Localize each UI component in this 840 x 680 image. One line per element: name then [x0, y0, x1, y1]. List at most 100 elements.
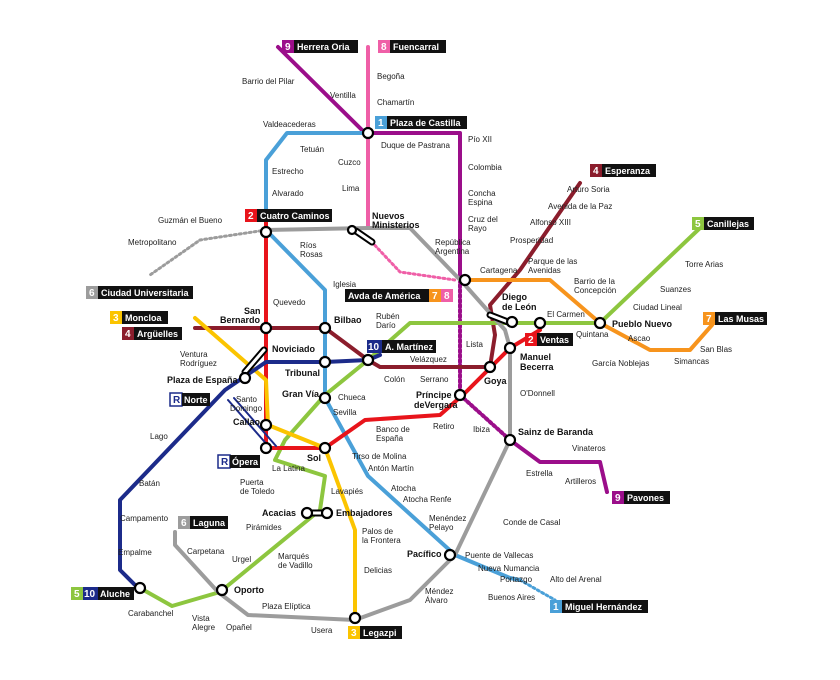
terminal-norte[interactable]: R Norte [169, 392, 210, 407]
station-diego-leon[interactable] [505, 315, 519, 329]
terminal-number-2: 10 [84, 589, 96, 600]
terminal-las-musas[interactable]: 7 Las Musas [703, 312, 767, 325]
terminal-name: A. Martínez [385, 342, 434, 352]
station-ventas[interactable] [533, 316, 547, 330]
terminal-number: 3 [351, 628, 357, 639]
terminal-arguelles[interactable]: 4 Argüelles [122, 327, 182, 340]
label-tribunal: Tribunal [285, 368, 320, 378]
terminal-ventas[interactable]: 2 Ventas [525, 333, 573, 346]
label-granvia: Gran Vía [282, 389, 320, 399]
terminal-cuatro-caminos[interactable]: 2 Cuatro Caminos [245, 209, 332, 222]
station-acacias[interactable] [300, 506, 314, 520]
label-odonnell: O'Donnell [520, 389, 555, 398]
line-7 [463, 278, 714, 352]
terminal-fuencarral[interactable]: 8 Fuencarral [378, 40, 446, 53]
terminal-pavones[interactable]: 9 Pavones [612, 491, 670, 504]
terminal-name: Ópera [232, 456, 259, 467]
terminal-miguel-hernandez[interactable]: 1 Miguel Hernández [550, 600, 648, 613]
label-principe: Príncipe [416, 390, 452, 400]
station-callao[interactable] [259, 418, 273, 432]
station-sainz-baranda[interactable] [503, 433, 517, 447]
label-alegre: Alegre [192, 623, 216, 632]
station-oporto[interactable] [215, 583, 229, 597]
terminal-number: R [173, 395, 181, 406]
label-opanel: Opañel [226, 623, 252, 632]
terminal-number: 7 [706, 314, 712, 325]
station-goya[interactable] [483, 360, 497, 374]
label-latina: La Latina [272, 464, 305, 473]
station-plaza-espana[interactable] [238, 371, 252, 385]
label-republica: República [435, 238, 471, 247]
label-atocharenfe: Atocha Renfe [403, 495, 452, 504]
label-bernardo: Bernardo [220, 315, 261, 325]
station-embajadores[interactable] [320, 506, 334, 520]
terminal-canillejas[interactable]: 5 Canillejas [692, 217, 754, 230]
label-ruben: Rubén [376, 312, 400, 321]
label-sevilla: Sevilla [333, 408, 357, 417]
label-becerra: Becerra [520, 362, 555, 372]
label-artilleros: Artilleros [565, 477, 596, 486]
label-ibiza: Ibiza [473, 425, 490, 434]
station-principe-vergara[interactable] [453, 388, 467, 402]
label-devergara: deVergara [414, 400, 459, 410]
label-callao: Callao [233, 417, 261, 427]
label-pio: Pío XII [468, 135, 492, 144]
station-gran-via[interactable] [318, 391, 332, 405]
label-marques: Marqués [278, 552, 309, 561]
label-rios: Ríos [300, 241, 316, 250]
label-garcia: García Noblejas [592, 359, 649, 368]
label-noviciado: Noviciado [272, 344, 316, 354]
label-conde: Conde de Casal [503, 518, 561, 527]
station-avda-america[interactable] [458, 273, 472, 287]
terminal-avda-america[interactable]: Avda de América 7 8 [345, 289, 453, 302]
station-plaza-castilla[interactable] [361, 126, 375, 140]
label-arenal: Alto del Arenal [550, 575, 602, 584]
terminal-esperanza[interactable]: 4 Esperanza [590, 164, 656, 177]
terminal-name: Avda de América [348, 291, 421, 301]
label-rayo: Rayo [468, 224, 487, 233]
terminal-number: 6 [89, 288, 95, 299]
label-atocha: Atocha [391, 484, 416, 493]
terminal-a-martinez[interactable]: 10 A. Martínez [367, 340, 436, 353]
label-prosperidad: Prosperidad [510, 236, 553, 245]
station-manuel-becerra[interactable] [503, 341, 517, 355]
label-pelayo: Pelayo [429, 523, 454, 532]
station-sol[interactable] [318, 441, 332, 455]
station-pueblo-nuevo[interactable] [593, 316, 607, 330]
terminal-number: 3 [113, 313, 119, 324]
label-sainz: Sainz de Baranda [518, 427, 594, 437]
terminal-laguna[interactable]: 6 Laguna [178, 516, 228, 529]
station-legazpi[interactable] [348, 611, 362, 625]
terminal-number: 1 [553, 602, 559, 613]
label-acacias: Acacias [262, 508, 296, 518]
label-colon: Colón [384, 375, 405, 384]
label-devadillo: de Vadillo [278, 561, 313, 570]
label-quevedo: Quevedo [273, 298, 306, 307]
terminal-name: Ciudad Universitaria [101, 288, 190, 298]
terminal-opera[interactable]: R Ópera [217, 454, 260, 469]
terminal-ciudad-universitaria[interactable]: 6 Ciudad Universitaria [86, 286, 193, 299]
terminal-plaza-castilla[interactable]: 1 Plaza de Castilla [375, 116, 467, 129]
terminal-moncloa[interactable]: 3 Moncloa [110, 311, 168, 324]
label-carpetana: Carpetana [187, 547, 225, 556]
label-embajadores: Embajadores [336, 508, 393, 518]
terminal-legazpi[interactable]: 3 Legazpi [348, 626, 402, 639]
label-iglesia: Iglesia [333, 280, 357, 289]
station-a-martinez[interactable] [361, 353, 375, 367]
station-pacifico[interactable] [443, 548, 457, 562]
terminal-number: 4 [593, 166, 599, 177]
station-tribunal[interactable] [318, 355, 332, 369]
terminal-aluche[interactable]: 5 10 Aluche [71, 587, 134, 600]
label-vinateros: Vinateros [572, 444, 606, 453]
label-puerta: Puerta [240, 478, 264, 487]
station-bilbao[interactable] [318, 321, 332, 335]
station-cuatro-caminos[interactable] [259, 225, 273, 239]
terminal-name: Aluche [100, 589, 130, 599]
station-nuevos-ministerios[interactable] [346, 224, 358, 236]
station-opera[interactable] [259, 441, 273, 455]
station-aluche[interactable] [133, 581, 147, 595]
terminal-badges: 9 Herrera Oria 8 Fuencarral 1 Plaza de C… [71, 40, 767, 639]
line-ramal [227, 397, 277, 449]
terminal-herrera-oria[interactable]: 9 Herrera Oria [282, 40, 358, 53]
station-san-bernardo[interactable] [259, 321, 273, 335]
